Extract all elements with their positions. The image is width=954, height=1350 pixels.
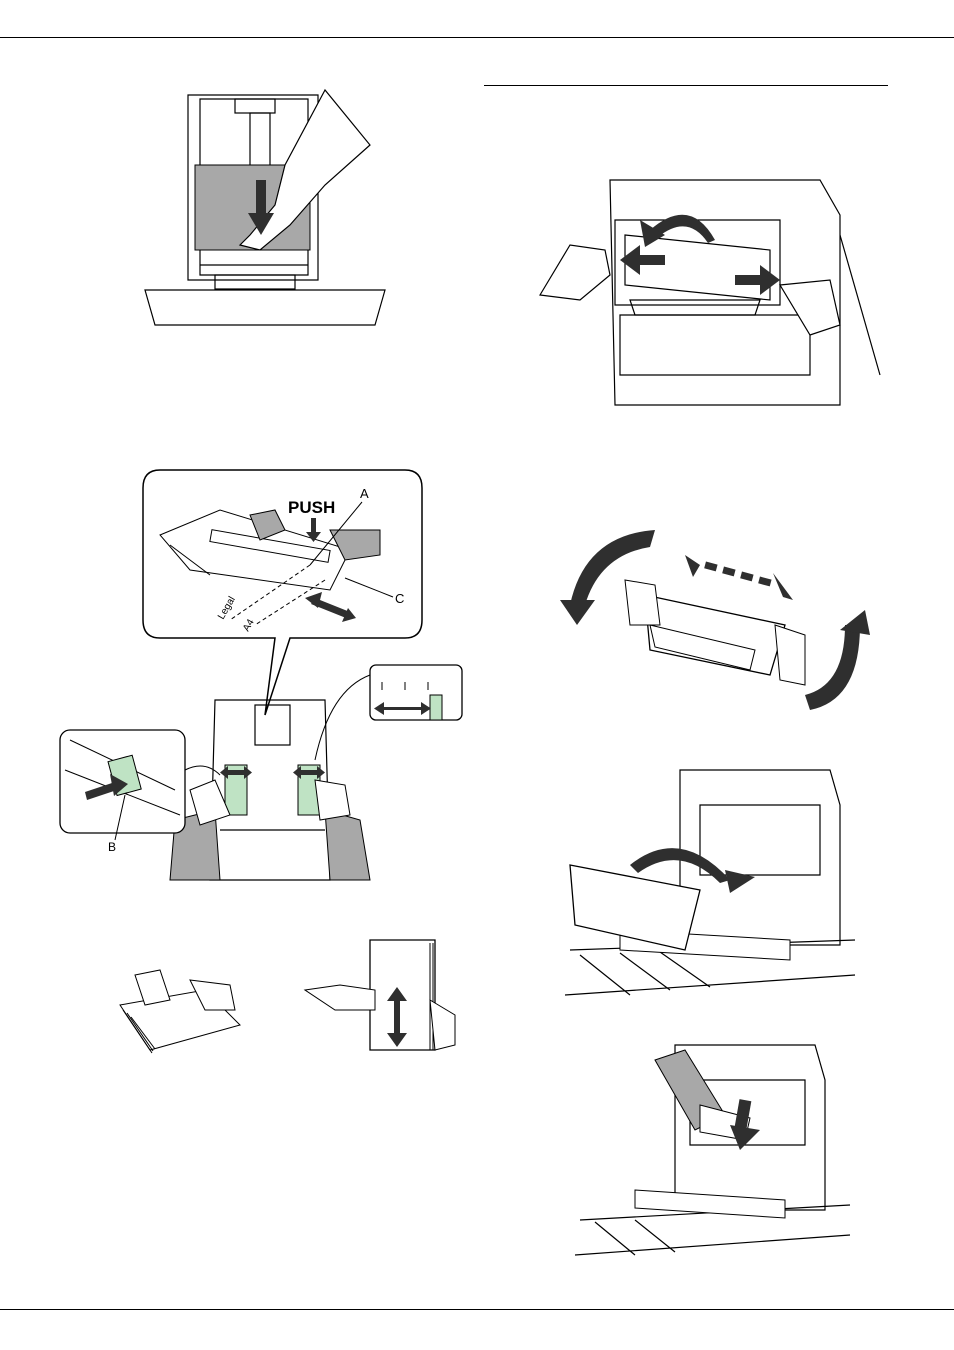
label-a: A	[360, 486, 369, 501]
label-b: B	[108, 840, 116, 854]
header-rule	[0, 37, 954, 38]
figure-align-paper	[305, 935, 470, 1060]
rotate-arrow-right-icon	[805, 610, 870, 710]
figure-tray-press-plate	[140, 85, 390, 330]
figure-insert-cartridge	[560, 765, 860, 1000]
toner-cartridge	[645, 595, 785, 675]
dashed-double-arrow-icon	[685, 555, 793, 600]
figure-tray-guide-detail: PUSH A C Legal A4	[60, 470, 465, 885]
figure-fan-paper	[115, 965, 245, 1055]
footer-rule	[0, 1309, 954, 1310]
right-column-rule	[484, 85, 888, 86]
figure-shake-cartridge	[555, 525, 875, 715]
figure-push-cartridge	[575, 1040, 855, 1260]
label-c: C	[395, 591, 404, 606]
figure-open-front-cover	[540, 175, 885, 410]
push-label: PUSH	[288, 498, 335, 517]
